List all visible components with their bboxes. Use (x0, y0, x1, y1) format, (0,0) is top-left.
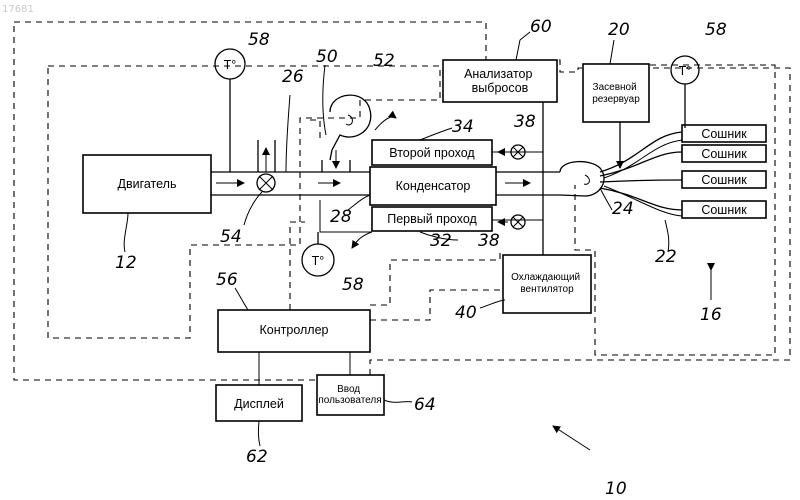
first-pass-label: Первый проход (387, 212, 477, 226)
ref-56: 56 (216, 270, 238, 290)
ref-52: 52 (373, 51, 395, 71)
blower-outlet-arrow (375, 117, 396, 130)
engine-label: Двигатель (118, 177, 177, 191)
leader-40 (480, 300, 505, 308)
opener-label-2: Сошник (701, 147, 747, 161)
ref-64: 64 (414, 395, 436, 415)
ref-60: 60 (530, 17, 552, 37)
distribution-line-2 (600, 152, 682, 176)
seeding-fan-housing (560, 162, 604, 196)
seed-tank-box (583, 64, 649, 122)
ref-10: 10 (605, 479, 627, 499)
ref-34: 34 (452, 117, 474, 137)
seed-tank-label: Засевной резервуар (592, 82, 640, 105)
leader-24 (600, 188, 612, 210)
ref-62: 62 (246, 447, 268, 467)
ref-16: 16 (700, 305, 722, 325)
ref-24: 24 (612, 199, 634, 219)
leader-10-arrow (553, 426, 590, 450)
bypass-valve-cross (259, 176, 273, 190)
ref-50: 50 (316, 47, 338, 67)
ref-38-bottom: 38 (478, 231, 500, 251)
ref-26: 26 (282, 67, 304, 87)
leader-50 (323, 65, 326, 135)
opener-label-4: Сошник (701, 203, 747, 217)
ref-22: 22 (655, 247, 677, 267)
opener-label-3: Сошник (701, 173, 747, 187)
display-label: Дисплей (234, 397, 284, 411)
distribution-line-1 (600, 132, 682, 172)
leader-56 (235, 288, 248, 310)
opener-label-1: Сошник (701, 127, 747, 141)
ref-28: 28 (330, 207, 352, 227)
ref-40: 40 (455, 303, 477, 323)
leader-20 (610, 40, 614, 64)
leader-60 (516, 32, 530, 60)
leader-54 (244, 192, 262, 225)
ref-58-left: 58 (248, 30, 270, 50)
leader-12 (124, 213, 128, 252)
check-valve-bottom-cross (513, 217, 523, 227)
ref-58-bottom: 58 (342, 275, 364, 295)
controller-link-fan (370, 290, 500, 320)
blower-fan (346, 115, 352, 125)
ref-12: 12 (115, 253, 137, 273)
ref-58-right: 58 (705, 20, 727, 40)
leader-62 (258, 421, 260, 446)
second-pass-label: Второй проход (389, 146, 475, 160)
emissions-analyzer-label: Анализатор выбросов (464, 67, 536, 95)
temperature-sensor-right-symbol: T° (679, 64, 692, 78)
distribution-line-3 (600, 180, 682, 182)
condenser-link (310, 120, 320, 140)
temperature-sensor-left-symbol: T° (224, 58, 237, 72)
condenser-label: Конденсатор (396, 179, 471, 193)
temperature-sensor-bottom-symbol: T° (312, 254, 325, 268)
leader-26 (286, 95, 290, 172)
seeding-fan-inner (584, 175, 589, 184)
watermark-id: 17681 (2, 4, 34, 15)
leader-34 (420, 128, 452, 140)
controller-label: Контроллер (260, 323, 329, 337)
ref-32: 32 (430, 231, 452, 251)
ref-38-top: 38 (514, 112, 536, 132)
first-pass-return-arrow (352, 232, 372, 248)
ref-54: 54 (220, 227, 242, 247)
analyzer-connection (535, 152, 543, 220)
cooling-fan-label: Охлаждающий вентилятор (511, 272, 583, 295)
controller-link-right (370, 250, 500, 305)
leader-64 (384, 400, 412, 402)
ref-20: 20 (608, 20, 630, 40)
